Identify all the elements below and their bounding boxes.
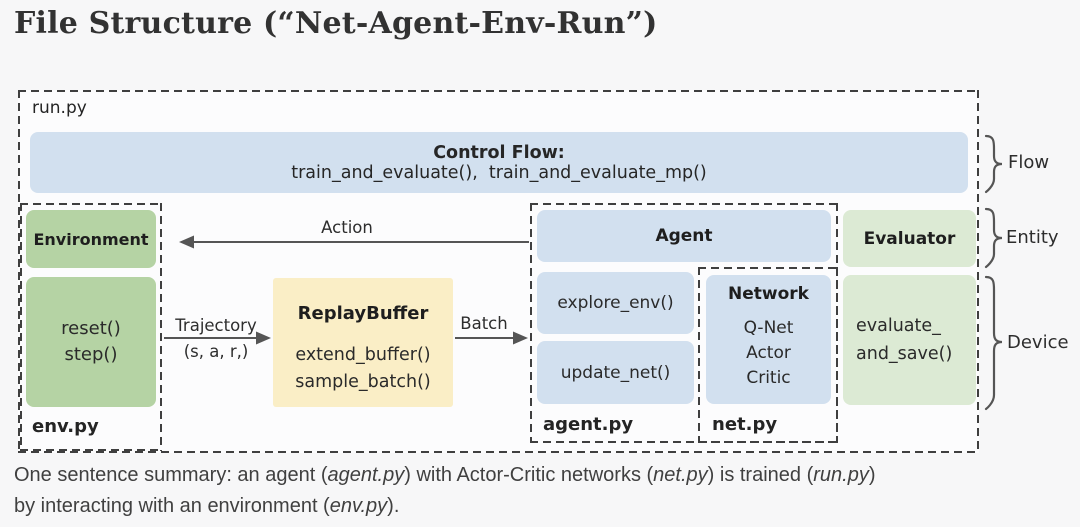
evaluate-method-line1: evaluate_	[856, 316, 941, 336]
replay-buffer-title: ReplayBuffer	[297, 302, 429, 324]
entity-brace-label: Entity	[1006, 227, 1059, 248]
summary-text: One sentence summary: an agent (agent.py…	[14, 460, 1072, 522]
environment-methods-box: reset() step()	[26, 277, 156, 407]
agent-py-label: agent.py	[543, 414, 634, 435]
run-py-label: run.py	[32, 98, 87, 118]
agent-header-box: Agent	[537, 210, 831, 262]
summary-line-2: by interacting with an environment (env.…	[14, 495, 400, 517]
update-net-method: update_net()	[560, 362, 671, 383]
explore-env-method: explore_env()	[557, 293, 674, 313]
device-brace-label: Device	[1007, 332, 1069, 353]
network-item-critic: Critic	[746, 368, 791, 388]
environment-box: Environment	[26, 210, 156, 268]
summary-line-1: One sentence summary: an agent (agent.py…	[14, 464, 876, 486]
sample-batch-method: sample_batch()	[295, 371, 431, 392]
entity-brace	[984, 207, 1003, 269]
flow-brace	[984, 134, 1003, 194]
batch-arrow-label: Batch	[460, 314, 508, 333]
network-title: Network	[728, 284, 809, 304]
flow-brace-label: Flow	[1008, 152, 1050, 173]
network-item-actor: Actor	[746, 343, 791, 363]
control-flow-functions: train_and_evaluate(), train_and_evaluate…	[291, 162, 707, 183]
action-arrow-label: Action	[321, 218, 373, 237]
env-py-label: env.py	[32, 416, 99, 437]
evaluator-title: Evaluator	[863, 228, 956, 249]
agent-title: Agent	[655, 226, 713, 246]
extend-buffer-method: extend_buffer()	[295, 344, 431, 365]
environment-title: Environment	[33, 229, 149, 249]
reset-method: reset()	[61, 318, 121, 339]
step-method: step()	[64, 344, 118, 365]
replay-buffer-box: ReplayBuffer extend_buffer() sample_batc…	[273, 278, 453, 407]
control-flow-title: Control Flow:	[433, 142, 565, 163]
evaluate-method-line2: and_save()	[856, 344, 953, 364]
page-title: File Structure (“Net-Agent-Env-Run”)	[14, 6, 658, 41]
explore-env-box: explore_env()	[537, 272, 694, 334]
evaluator-box: Evaluator	[843, 210, 976, 267]
network-item-qnet: Q-Net	[743, 318, 794, 338]
net-py-label: net.py	[712, 414, 778, 435]
trajectory-arrow-label: Trajectory	[175, 316, 257, 335]
device-brace	[984, 275, 1003, 411]
network-box: Network Q-Net Actor Critic	[706, 275, 831, 404]
update-net-box: update_net()	[537, 341, 694, 404]
evaluate-and-save-box: evaluate_ and_save()	[843, 275, 976, 405]
trajectory-tuple-label: (s, a, r,)	[183, 342, 249, 361]
control-flow-bar: Control Flow: train_and_evaluate(), trai…	[30, 132, 968, 193]
